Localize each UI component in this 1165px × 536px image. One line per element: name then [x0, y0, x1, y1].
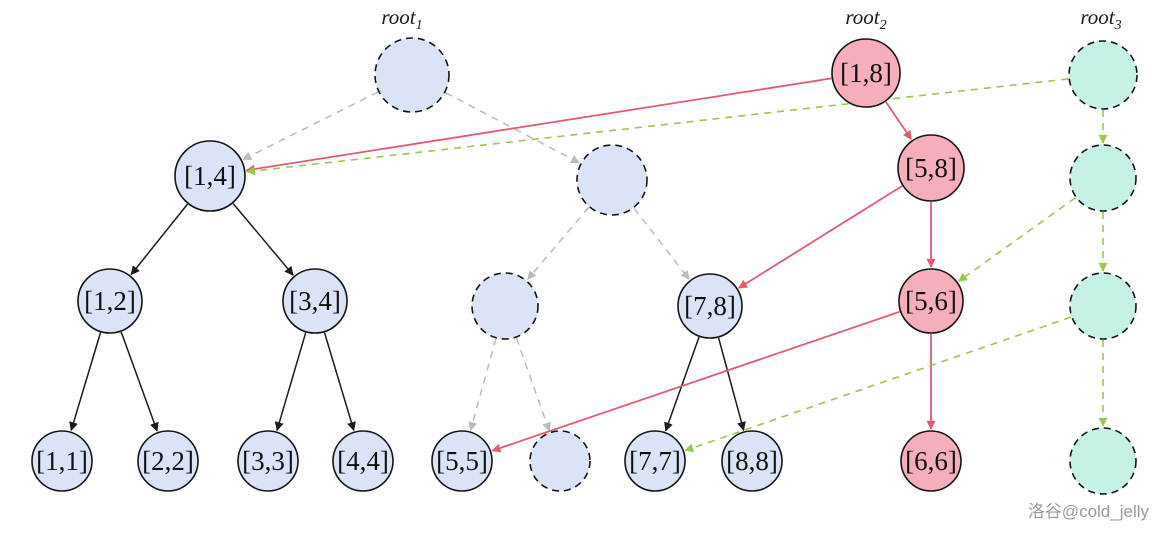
root2-label: root2	[845, 5, 886, 34]
watermark: 洛谷@cold_jelly	[1027, 502, 1149, 521]
tree-node-n34: [3,4]	[282, 268, 348, 334]
node-circle-t2	[1069, 144, 1137, 212]
root1-label-sub: 1	[415, 18, 423, 34]
tree-node-n55: [5,5]	[431, 430, 493, 492]
tree-node-n66: [6,6]	[900, 430, 962, 492]
node-circle-n14	[174, 140, 246, 212]
tree-node-n88: [8,8]	[721, 430, 783, 492]
edge-n18-to-n58	[885, 101, 912, 140]
root1-label-base: root	[381, 5, 416, 29]
tree-node-d3	[471, 272, 539, 340]
tree-node-n33: [3,3]	[237, 430, 299, 492]
root3-label-sub: 3	[1114, 18, 1122, 34]
tree-node-dleaf	[529, 430, 591, 492]
node-label-n44: [4,4]	[337, 446, 389, 476]
edge-root1-to-n14	[242, 91, 379, 161]
node-circle-n22	[137, 430, 199, 492]
node-label-n34: [3,4]	[289, 286, 341, 316]
tree-node-n22: [2,2]	[137, 430, 199, 492]
node-label-n88: [8,8]	[726, 446, 778, 476]
node-label-n12: [1,2]	[84, 286, 136, 316]
root1-label: root1	[381, 5, 422, 34]
root2-label-sub: 2	[879, 18, 887, 34]
edge-d3-to-n55	[468, 338, 497, 432]
tree-node-n56: [5,6]	[898, 268, 964, 334]
edge-n58-to-n78	[738, 185, 903, 289]
node-circle-n12	[77, 268, 143, 334]
tree-node-t3	[1069, 272, 1137, 340]
node-circle-n18	[831, 38, 901, 108]
edge-n78-to-n88	[717, 337, 746, 431]
node-circle-n66	[900, 430, 962, 492]
edge-t3-to-n77	[684, 316, 1072, 453]
node-circle-t3	[1069, 272, 1137, 340]
edge-d2-to-n78	[633, 207, 690, 280]
edge-n34-to-n44	[323, 332, 356, 432]
node-circle-n58	[897, 134, 965, 202]
tree-node-n18: [1,8]	[831, 38, 901, 108]
tree-node-n14: [1,4]	[174, 140, 246, 212]
node-circle-dleaf	[529, 430, 591, 492]
edge-n56-to-n55	[491, 310, 901, 453]
node-label-n78: [7,8]	[684, 291, 736, 321]
node-label-n22: [2,2]	[142, 446, 194, 476]
node-circle-tleaf	[1069, 427, 1137, 495]
node-circle-d2	[576, 144, 648, 216]
root2-label-base: root	[845, 5, 880, 29]
node-circle-root1	[374, 37, 450, 113]
node-label-n14: [1,4]	[184, 161, 236, 191]
node-label-n66: [6,6]	[905, 446, 957, 476]
node-circle-n55	[431, 430, 493, 492]
edge-n78-to-n77	[664, 336, 700, 432]
tree-node-t2	[1069, 144, 1137, 212]
node-circle-n78	[677, 273, 743, 339]
edge-n14-to-n12	[130, 203, 189, 276]
node-circle-d3	[471, 272, 539, 340]
edge-n18-to-n14	[245, 77, 832, 174]
node-label-n55: [5,5]	[436, 446, 488, 476]
node-label-n77: [7,7]	[629, 446, 681, 476]
node-circle-n88	[721, 430, 783, 492]
tree-node-n78: [7,8]	[677, 273, 743, 339]
tree-node-n11: [1,1]	[31, 430, 93, 492]
edge-n12-to-n22	[120, 331, 159, 432]
root3-label: root3	[1080, 5, 1121, 34]
edge-n12-to-n11	[69, 332, 102, 432]
node-label-n58: [5,8]	[905, 153, 957, 183]
edge-t2-to-n56	[957, 197, 1076, 282]
node-circle-root3	[1068, 40, 1138, 110]
node-label-n18: [1,8]	[840, 58, 892, 88]
tree-node-root1	[374, 37, 450, 113]
node-circle-n56	[898, 268, 964, 334]
node-label-n33: [3,3]	[242, 446, 294, 476]
tree-node-n44: [4,4]	[332, 430, 394, 492]
tree-node-d2	[576, 144, 648, 216]
tree-node-n77: [7,7]	[624, 430, 686, 492]
tree-node-tleaf	[1069, 427, 1137, 495]
node-circle-n44	[332, 430, 394, 492]
edge-n14-to-n34	[232, 203, 294, 276]
node-label-n11: [1,1]	[36, 446, 88, 476]
node-circle-n77	[624, 430, 686, 492]
node-label-n56: [5,6]	[905, 286, 957, 316]
node-circle-n34	[282, 268, 348, 334]
node-circle-n11	[31, 430, 93, 492]
edge-d2-to-d3	[527, 206, 590, 280]
tree-node-n12: [1,2]	[77, 268, 143, 334]
root3-label-base: root	[1080, 5, 1115, 29]
node-circle-n33	[237, 430, 299, 492]
edge-d3-to-dleaf	[515, 337, 551, 432]
tree-node-root3	[1068, 40, 1138, 110]
tree-node-n58: [5,8]	[897, 134, 965, 202]
edge-n34-to-n33	[274, 332, 307, 432]
